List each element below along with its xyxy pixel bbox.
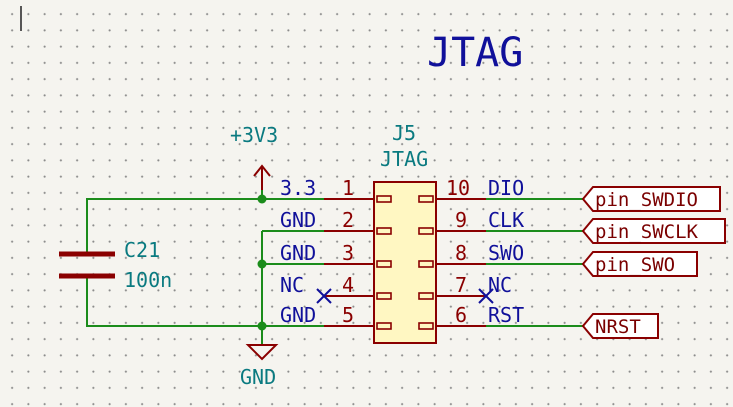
pin-name: 3.3: [280, 176, 316, 200]
power-label-gnd: GND: [240, 365, 276, 389]
connector-pin-stubs: [376, 195, 434, 330]
pin-name: CLK: [488, 208, 524, 232]
net-label-shapes: [581, 186, 726, 339]
junction-dot: [257, 321, 267, 331]
capacitor-value: 100n: [124, 268, 172, 292]
power-symbol-3v3[interactable]: +3V3: [230, 123, 278, 190]
power-label-3v3: +3V3: [230, 123, 278, 147]
capacitor-c21[interactable]: C21 100n: [59, 238, 172, 292]
pin-number: 6: [455, 303, 467, 327]
no-connect-icon: [478, 288, 494, 304]
wire-cap-gnd[interactable]: [86, 276, 262, 327]
capacitor-ref: C21: [124, 238, 160, 262]
pin-number: 9: [455, 208, 467, 232]
pin-number: 10: [446, 176, 470, 200]
pin-name: GND: [280, 208, 316, 232]
pin-number: 1: [342, 176, 354, 200]
net-label-box[interactable]: [581, 313, 659, 339]
pin-number: 3: [342, 241, 354, 265]
junction-dot: [257, 194, 267, 204]
pin-name: NC: [488, 273, 512, 297]
pin-name: GND: [280, 241, 316, 265]
net-label-box[interactable]: [581, 186, 721, 212]
junctions: [257, 194, 267, 331]
net-label-box[interactable]: [581, 251, 698, 277]
connector-pin-lines: [324, 198, 486, 327]
junction-dot: [257, 259, 267, 269]
pin-name: DIO: [488, 176, 524, 200]
net-label-swclk[interactable]: pin_SWCLK: [595, 221, 699, 243]
power-symbol-gnd[interactable]: GND: [240, 344, 279, 389]
net-label-nrst[interactable]: NRST: [595, 316, 641, 338]
connector-body: [373, 181, 437, 344]
pin-name: GND: [280, 303, 316, 327]
connector-value: JTAG: [380, 147, 428, 171]
pin-number: 7: [455, 273, 467, 297]
pin-number: 2: [342, 208, 354, 232]
pin-name: NC: [280, 273, 304, 297]
wires[interactable]: [86, 172, 583, 345]
pin-name: SWO: [488, 241, 524, 265]
net-label-swdio[interactable]: pin_SWDIO: [595, 189, 698, 211]
pin-name: RST: [488, 303, 524, 327]
sheet-title: JTAG: [427, 30, 523, 76]
pin-number: 5: [342, 303, 354, 327]
wire-3v3-cap[interactable]: [86, 198, 262, 254]
pin-number: 4: [342, 273, 354, 297]
connector-ref: J5: [392, 121, 416, 145]
pin-number: 8: [455, 241, 467, 265]
net-label-box[interactable]: [581, 218, 726, 244]
no-connect-icon: [316, 288, 332, 304]
net-label-swo[interactable]: pin_SWO: [595, 254, 675, 276]
connector-j5[interactable]: J5 JTAG 1: [280, 121, 524, 344]
